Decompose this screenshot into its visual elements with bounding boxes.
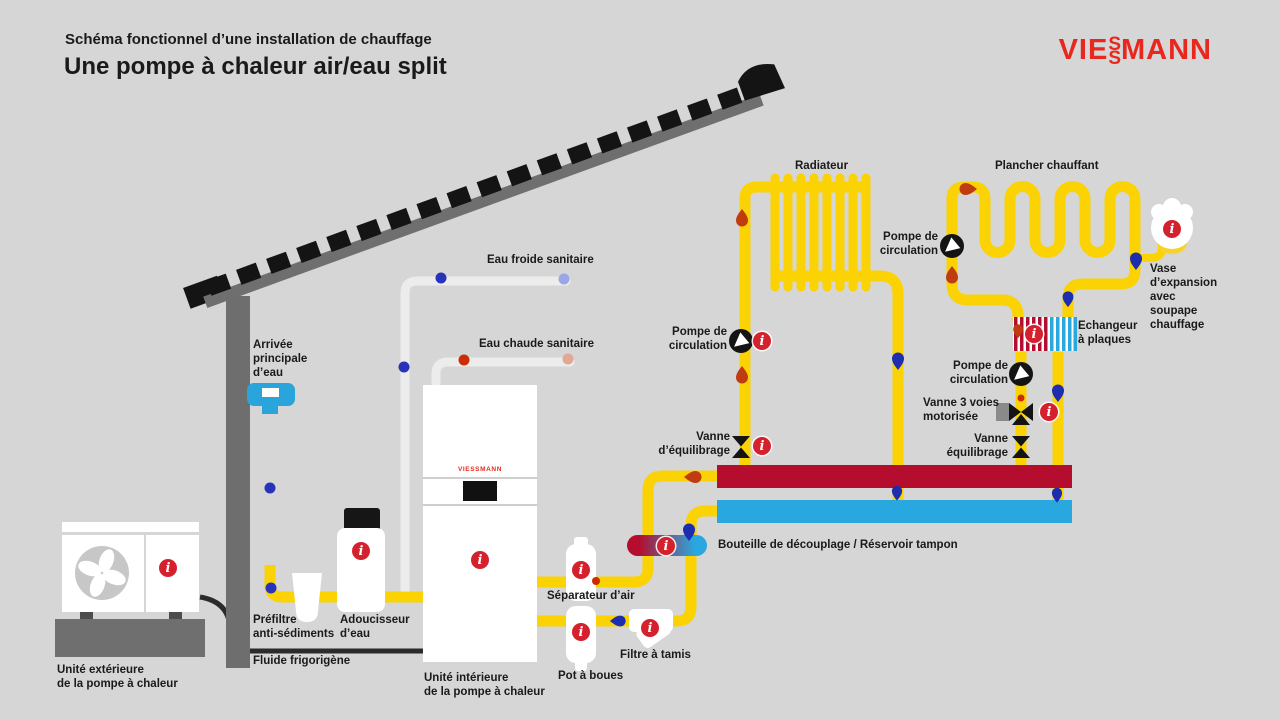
label-hot-water: Eau chaude sanitaire (479, 338, 595, 350)
info-icon[interactable]: i (1025, 325, 1043, 343)
indoor-unit (423, 385, 537, 662)
info-icon[interactable]: i (572, 561, 590, 579)
label-plate-exchanger: Echangeur à plaques (1078, 320, 1138, 347)
logo-part2: MANN (1121, 34, 1212, 66)
label-refrigerant: Fluide frigorigène (253, 655, 351, 667)
prefilter-icon (292, 573, 322, 622)
radiator-fins (770, 173, 871, 292)
sanitary-pipes (400, 276, 575, 597)
info-icon[interactable]: i (159, 559, 177, 577)
label-sludge-pot: Pot à boues (558, 670, 624, 682)
floor-pump-icon (940, 234, 964, 258)
info-icon[interactable]: i (1163, 220, 1181, 238)
radiator-return (779, 270, 904, 500)
label-expansion-vessel: Vase d’expansion avec soupape chauffage (1150, 263, 1218, 332)
info-icon[interactable]: i (657, 537, 675, 555)
info-icon[interactable]: i (572, 623, 590, 641)
label-three-way-valve: Vanne 3 voies motorisée (923, 397, 1000, 424)
floor-circuit (946, 181, 1141, 322)
label-outdoor-unit: Unité extérieure de la pompe à chaleur (57, 664, 178, 691)
label-radiator-pump: Pompe de circulation (668, 326, 727, 353)
water-tap-icon (247, 383, 295, 414)
outdoor-unit (55, 522, 205, 657)
label-floor-pump: Pompe de circulation (879, 231, 938, 258)
roof (183, 63, 785, 309)
label-water-inlet: Arrivée principale d’eau (253, 339, 308, 380)
house-wall (226, 296, 250, 668)
plate-exchanger-icon (1013, 317, 1077, 351)
supply-to-manifold (537, 470, 718, 588)
supply-bar (717, 465, 1072, 488)
page-title: Une pompe à chaleur air/eau split (64, 53, 447, 80)
label-strainer-filter: Filtre à tamis (620, 649, 691, 661)
label-balancing-valve-right: Vanne équilibrage (946, 433, 1008, 460)
return-from-manifold (537, 505, 718, 627)
indoor-unit-brand: VIESSMANN (457, 466, 503, 473)
info-icon[interactable]: i (753, 437, 771, 455)
info-icon[interactable]: i (753, 332, 771, 350)
info-icon[interactable]: i (471, 551, 489, 569)
label-cold-water: Eau froide sanitaire (487, 254, 594, 266)
subtitle: Schéma fonctionnel d’une installation de… (65, 31, 432, 48)
decoupling-manifold (717, 465, 1072, 523)
logo-part1: VIE (1058, 34, 1109, 66)
heating-pipes (537, 173, 1166, 627)
hot-water-pipe (431, 357, 575, 395)
label-indoor-unit: Unité intérieure de la pompe à chaleur (424, 672, 545, 699)
three-way-valve-icon (996, 394, 1033, 425)
info-icon[interactable]: i (641, 619, 659, 637)
radiator-pump-icon (729, 329, 753, 353)
cold-water-pipe (400, 276, 571, 597)
label-prefilter: Préfiltre anti-sédiments (253, 614, 335, 641)
label-water-softener: Adoucisseur d’eau (340, 614, 410, 641)
label-primary-pump: Pompe de circulation (949, 360, 1008, 387)
label-balancing-valve-left: Vanne d’équilibrage (658, 431, 730, 458)
label-floor-heating: Plancher chauffant (995, 160, 1099, 172)
info-icon[interactable]: i (1040, 403, 1058, 421)
return-bar (717, 500, 1072, 523)
pipe-dots (264, 272, 600, 594)
label-buffer-tank: Bouteille de découplage / Réservoir tamp… (718, 539, 958, 551)
fan-icon (75, 546, 129, 600)
label-radiator: Radiateur (795, 160, 849, 172)
label-air-separator: Séparateur d’air (547, 590, 635, 602)
primary-pump-icon (1009, 362, 1033, 386)
radiator-supply (739, 181, 862, 465)
water-softener-icon (337, 508, 385, 612)
info-icon[interactable]: i (352, 542, 370, 560)
